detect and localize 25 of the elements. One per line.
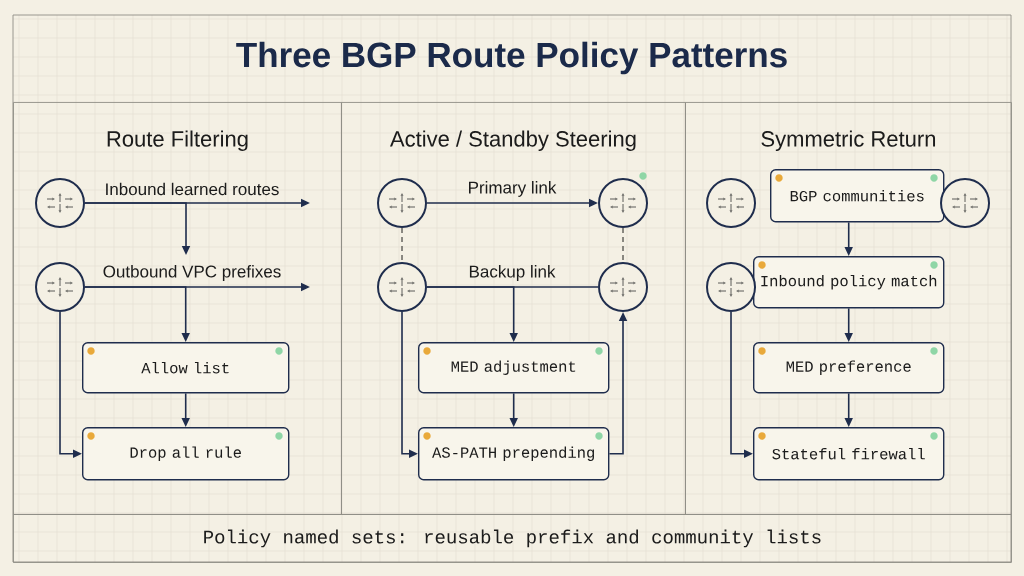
- edge-label: Backup link: [469, 265, 556, 281]
- router-circle: [706, 262, 756, 312]
- process-box: Stateful firewall: [753, 427, 945, 481]
- process-box: Drop all rule: [82, 427, 290, 481]
- process-box: Inbound policy match: [753, 256, 945, 309]
- router-circle: [706, 178, 756, 228]
- edge-label: Inbound learned routes: [106, 182, 279, 196]
- title: Three BGP Route Policy Patterns: [236, 41, 787, 75]
- edge-label: Outbound VPC prefixes: [103, 265, 281, 281]
- process-box: AS-PATH prepending: [418, 427, 610, 481]
- process-box: MED preference: [753, 342, 945, 394]
- router-circle: [35, 262, 85, 312]
- dashed-line: [622, 227, 624, 263]
- note-band: Policy named sets: reusable prefix and community lists: [13, 514, 1012, 563]
- process-box: BGP communities: [770, 169, 945, 223]
- router-circle: [940, 178, 990, 228]
- router-circle: [598, 178, 648, 228]
- dashed-line: [401, 227, 403, 263]
- edge-label: Primary link: [469, 181, 557, 197]
- router-circle: [35, 178, 85, 228]
- router-circle: [598, 262, 648, 312]
- router-circle: [377, 178, 427, 228]
- router-circle: [377, 262, 427, 312]
- process-box: Allow list: [82, 342, 290, 394]
- process-box: MED adjustment: [418, 342, 610, 394]
